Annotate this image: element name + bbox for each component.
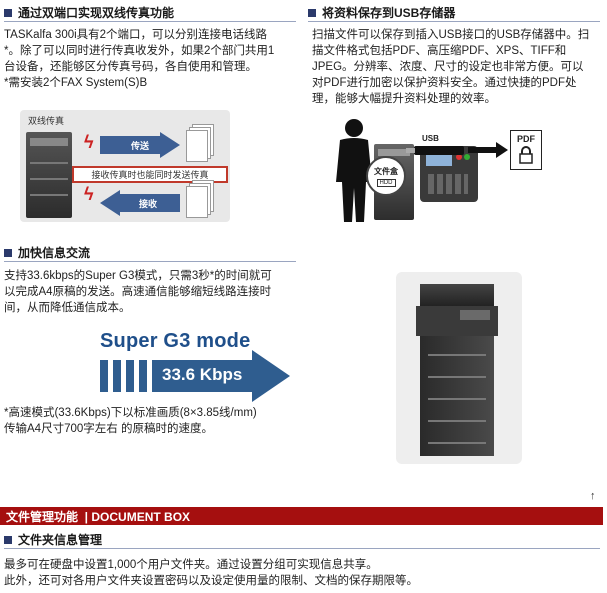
usb-description: 扫描文件可以保存到插入USB接口的USB存储器中。扫 描文件格式包括PDF、高压… (312, 27, 607, 107)
fax-illustration: 双线传真 ϟ ϟ 传送 接收传真时也能同时发送传真 接收 (20, 110, 230, 222)
usb-line: 描文件格式包括PDF、高压缩PDF、XPS、TIFF和 (312, 45, 567, 57)
speed-notes: *高速模式(33.6Kbps)下以标准画质(8×3.85线/mm) 传输A4尺寸… (4, 405, 304, 437)
folder-description: 最多可在硬盘中设置1,000个用户文件夹。通过设置分组可实现信息共享。 此外，还… (4, 557, 604, 589)
usb-line: JPEG。分辨率、浓度、尺寸的设定也非常方便。可以 (312, 61, 584, 73)
fax-caption: 双线传真 (28, 116, 65, 126)
fax-heading: 通过双端口实现双线传真功能 (18, 6, 175, 20)
receive-label: 接收 (138, 198, 157, 209)
document-box-title: 文件管理功能 | DOCUMENT BOX (6, 509, 191, 524)
folder-label: 文件盒 (374, 166, 398, 176)
paper-stack-icon (186, 180, 216, 218)
product-photo (396, 272, 522, 464)
usb-label: USB (422, 134, 439, 143)
lightning-icon: ϟ (84, 132, 94, 152)
lightning-icon: ϟ (84, 184, 94, 204)
copier-image (416, 284, 498, 456)
hdd-label: HDD (376, 178, 396, 187)
usb-heading: 将资料保存到USB存储器 (322, 6, 456, 20)
super-g3-title: Super G3 mode (100, 330, 251, 352)
document-box-bar: 文件管理功能 | DOCUMENT BOX (0, 507, 603, 525)
usb-connector-icon (406, 148, 415, 153)
lock-icon (519, 146, 533, 164)
speed-note: 传输A4尺寸700字左右 的原稿时的速度。 (4, 423, 213, 435)
pdf-label: PDF (517, 134, 535, 144)
bullet-square-icon (4, 535, 12, 544)
fax-section-header: 通过双端口实现双线传真功能 (4, 4, 296, 22)
folder-section-header: 文件夹信息管理 (4, 531, 600, 549)
receive-arrow (100, 190, 180, 216)
send-label: 传送 (130, 140, 149, 151)
speed-section-header: 加快信息交流 (4, 244, 296, 262)
speed-line: 间，从而降低通信成本。 (4, 302, 131, 314)
speed-arrow (100, 350, 290, 402)
fax-description: TASKalfa 300i具有2个端口，可以分别连接电话线路 *。除了可以同时进… (4, 27, 304, 91)
pdf-lock-icon: PDF (510, 130, 542, 170)
usb-line: 对PDF进行加密以保护资料安全。通过快捷的PDF处 (312, 77, 577, 89)
speed-rate: 33.6 Kbps (162, 365, 243, 384)
usb-stick-icon (414, 146, 464, 155)
bullet-square-icon (308, 8, 316, 17)
send-arrow (100, 132, 180, 158)
speed-heading: 加快信息交流 (18, 246, 91, 260)
fax-line: *需安装2个FAX System(S)B (4, 77, 148, 89)
fax-line: *。除了可以同时进行传真收发外，如果2个部门共用1 (4, 45, 275, 57)
usb-illustration: 文件盒 HDD USB PDF (330, 116, 560, 222)
control-panel-image (420, 146, 478, 202)
usb-line: 理，能够大幅提升资料处理的效率。 (312, 93, 496, 105)
back-to-top-link[interactable]: ↑ (590, 490, 596, 502)
bullet-square-icon (4, 248, 12, 257)
fax-note-box: 接收传真时也能同时发送传真 (72, 166, 228, 183)
speed-line: 支持33.6kbps的Super G3模式，只需3秒*的时间就可 (4, 270, 272, 282)
speed-description: 支持33.6kbps的Super G3模式，只需3秒*的时间就可 以完成A4原稿… (4, 268, 304, 316)
paper-stack-icon (186, 124, 216, 162)
fax-line: TASKalfa 300i具有2个端口，可以分别连接电话线路 (4, 29, 268, 41)
speed-note: *高速模式(33.6Kbps)下以标准画质(8×3.85线/mm) (4, 407, 257, 419)
folder-line: 此外，还可对各用户文件夹设置密码以及设定使用量的限制、文档的保存期限等。 (4, 575, 418, 587)
folder-line: 最多可在硬盘中设置1,000个用户文件夹。通过设置分组可实现信息共享。 (4, 559, 378, 571)
usb-line: 扫描文件可以保存到插入USB接口的USB存储器中。扫 (312, 29, 590, 41)
speed-line: 以完成A4原稿的发送。高速通信能够缩短线路连接时 (4, 286, 272, 298)
person-silhouette-icon (336, 119, 372, 222)
usb-section-header: 将资料保存到USB存储器 (308, 4, 600, 22)
document-box-circle: 文件盒 HDD (366, 156, 406, 196)
printer-image (26, 132, 72, 218)
folder-heading: 文件夹信息管理 (18, 533, 103, 547)
fax-line: 台设备，还能够区分传真号码，各自使用和管理。 (4, 61, 257, 73)
export-arrow (468, 142, 508, 158)
bullet-square-icon (4, 8, 12, 17)
